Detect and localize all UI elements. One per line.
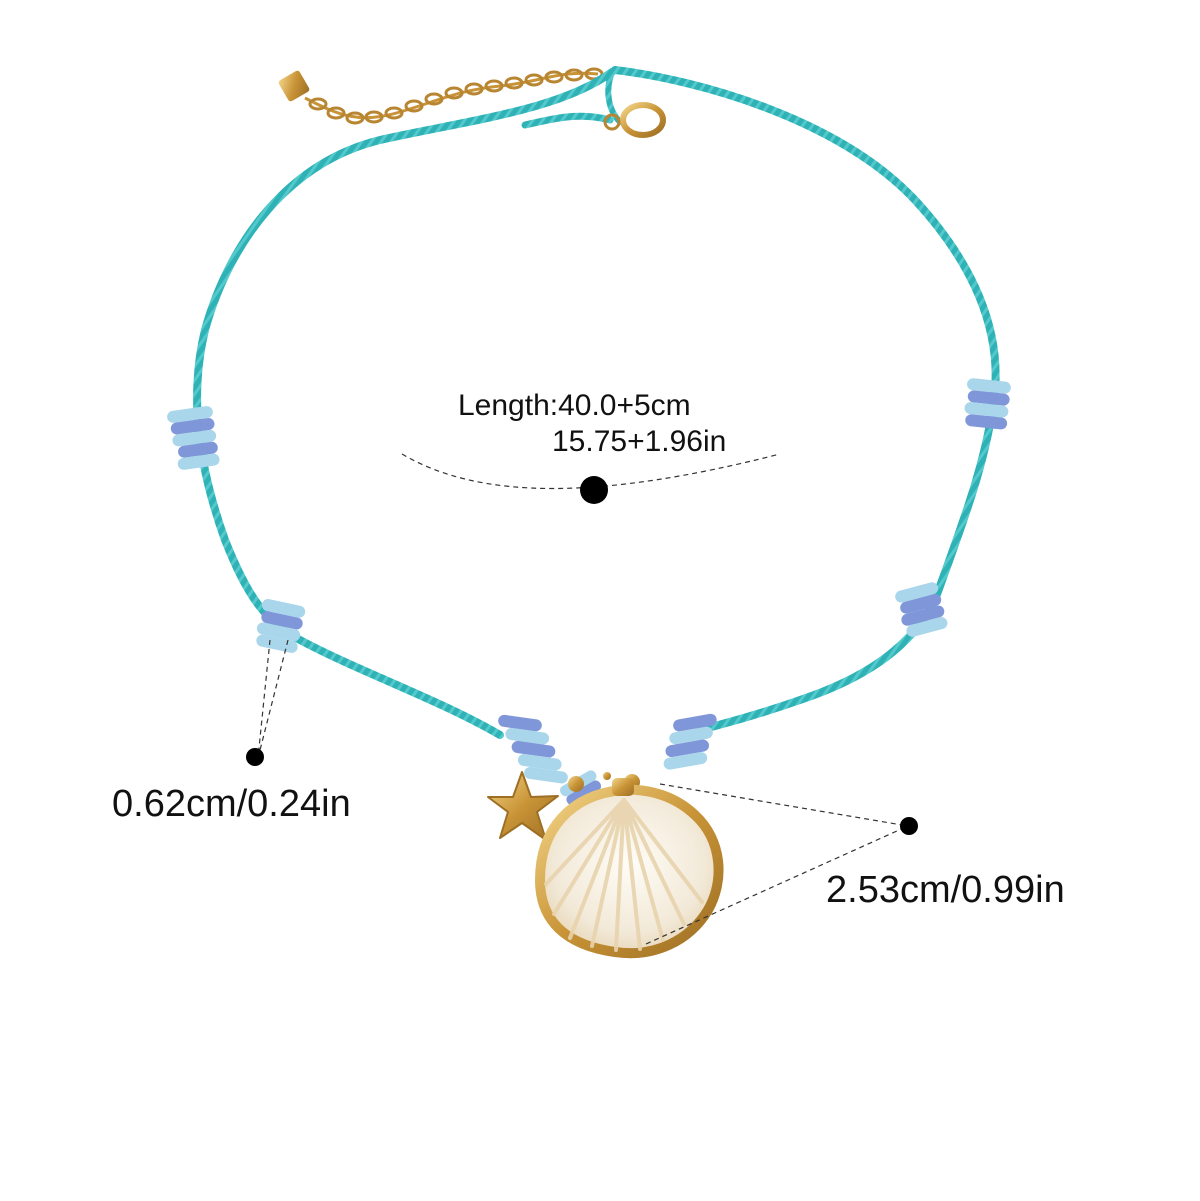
bead-group-center-left	[498, 714, 568, 784]
shell-pendant	[535, 778, 724, 959]
bead-group-left-upper	[167, 406, 220, 470]
bead-group-right-lower	[895, 582, 948, 637]
length-marker	[580, 476, 608, 504]
bead-group-center-right	[663, 713, 717, 770]
bead-measure	[246, 639, 289, 766]
cord-left	[193, 68, 616, 739]
cord-right	[611, 66, 1000, 734]
bead-marker	[246, 748, 264, 766]
shell-marker	[900, 817, 918, 835]
length-cm-label: Length:40.0+5cm	[458, 389, 691, 422]
bead-group-left-lower	[256, 599, 306, 653]
starfish-charm	[487, 771, 559, 841]
extender-chain	[278, 67, 604, 125]
shell-measure	[645, 783, 918, 945]
bead-size-label: 0.62cm/0.24in	[112, 783, 351, 825]
shell-size-label: 2.53cm/0.99in	[826, 869, 1065, 911]
lobster-clasp	[603, 102, 666, 138]
length-measure	[401, 453, 781, 504]
length-in-label: 15.75+1.96in	[552, 425, 727, 458]
bead-group-right-upper	[964, 378, 1011, 430]
